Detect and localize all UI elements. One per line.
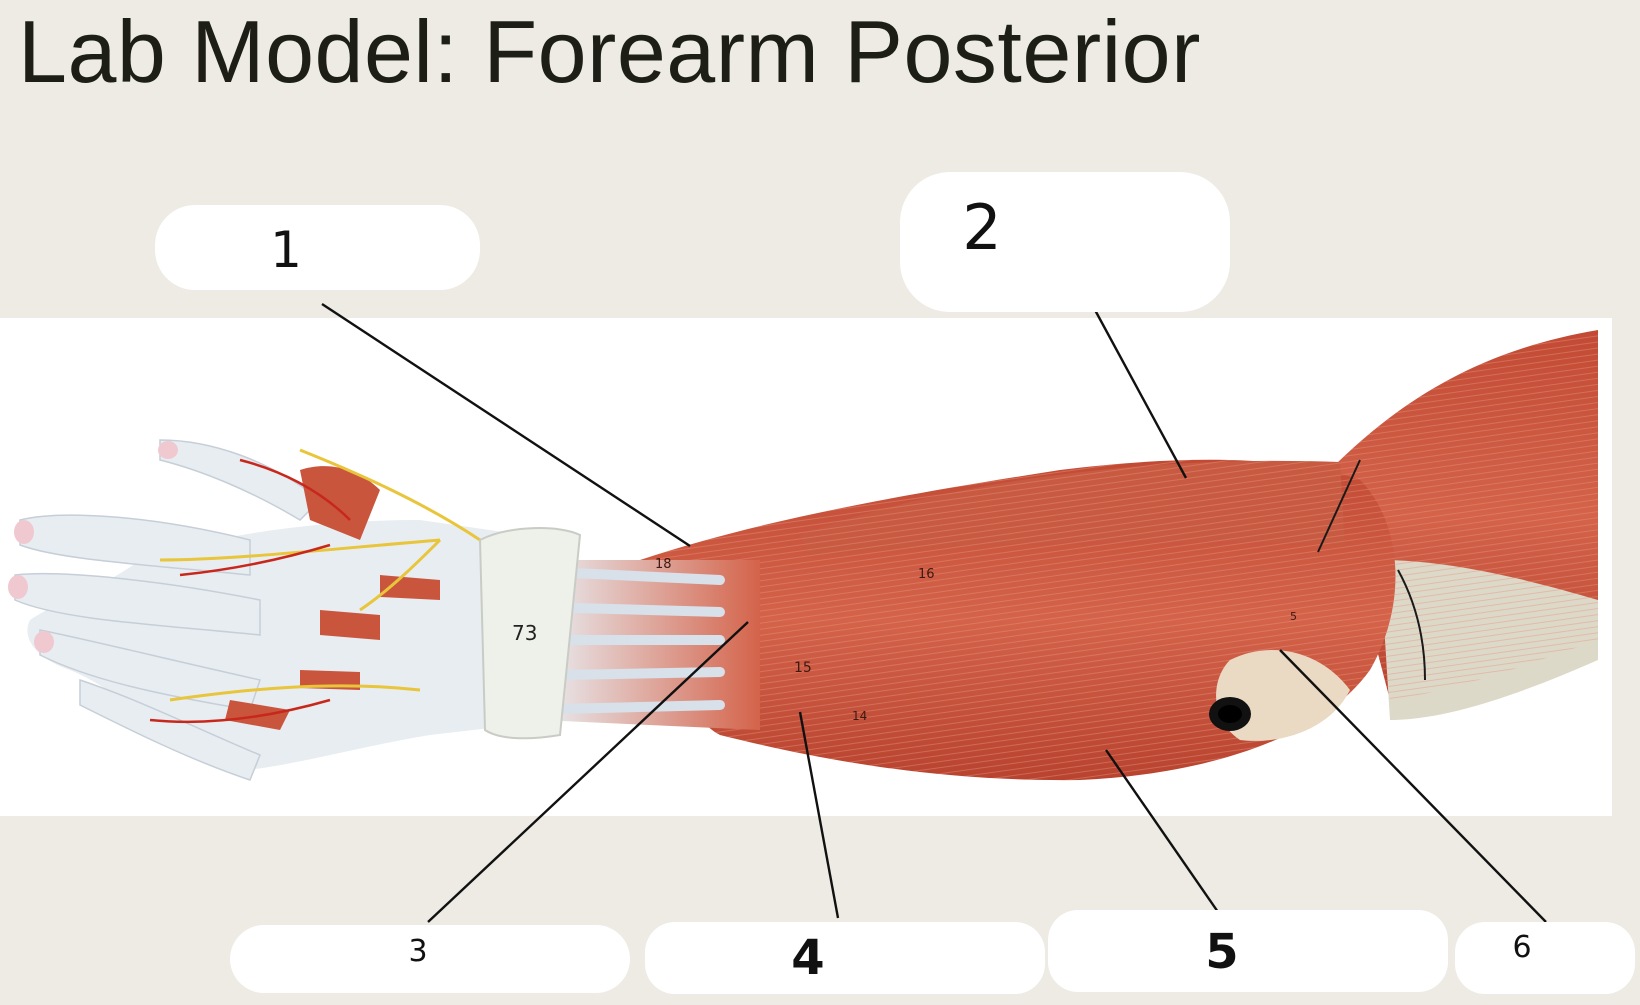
arteries bbox=[149, 458, 351, 724]
label-number-6: 6 bbox=[1512, 930, 1532, 965]
leader-line-4 bbox=[798, 711, 840, 919]
slide-title: Lab Model: Forearm Posterior bbox=[18, 2, 1201, 101]
label-blob-1 bbox=[155, 205, 480, 290]
leader-line-1 bbox=[321, 302, 691, 548]
fingernails bbox=[8, 441, 178, 653]
label-number-2: 2 bbox=[962, 191, 1002, 264]
label-blob-5 bbox=[1048, 910, 1448, 992]
tag-muscle-a: 16 bbox=[918, 567, 935, 582]
tag-muscle-b: 15 bbox=[794, 660, 812, 676]
label-number-1: 1 bbox=[270, 221, 302, 279]
label-number-4: 4 bbox=[791, 930, 825, 986]
leader-line-2 bbox=[1093, 309, 1188, 479]
leader-line-3 bbox=[427, 621, 749, 923]
tag-wrist-band: 73 bbox=[512, 621, 537, 645]
tag-muscle-c: 14 bbox=[852, 709, 867, 723]
leader-line-6 bbox=[1279, 649, 1547, 923]
label-number-3: 3 bbox=[408, 934, 428, 969]
label-blob-6 bbox=[1455, 922, 1635, 994]
label-blob-4 bbox=[645, 922, 1045, 994]
tag-small-a: 5 bbox=[1290, 610, 1297, 623]
extensor-retinaculum bbox=[478, 527, 582, 740]
tag-tendon-a: 18 bbox=[655, 557, 672, 572]
fingers bbox=[14, 439, 322, 781]
leader-line-5 bbox=[1105, 749, 1219, 913]
label-number-5: 5 bbox=[1205, 924, 1239, 980]
label-blob-3 bbox=[230, 925, 630, 993]
leader-lines bbox=[321, 302, 1547, 923]
label-blob-2 bbox=[900, 172, 1230, 312]
